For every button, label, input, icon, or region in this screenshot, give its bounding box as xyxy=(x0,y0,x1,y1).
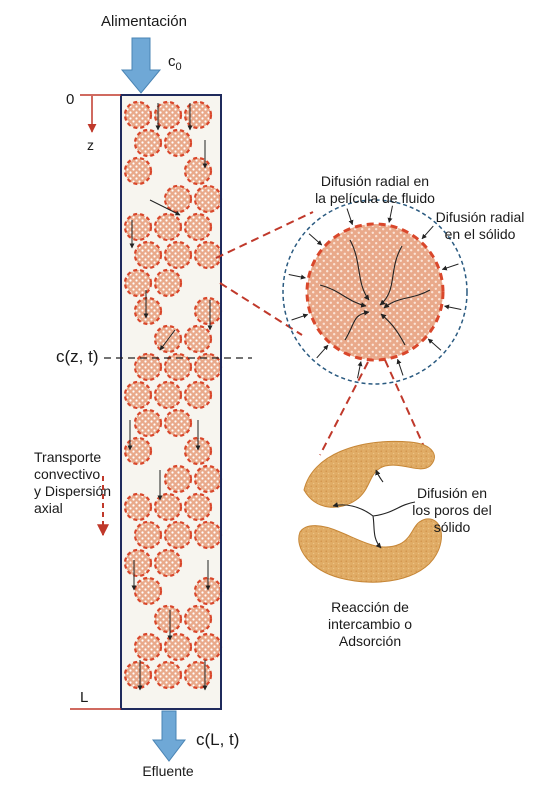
packed-bead xyxy=(185,102,211,128)
packed-bead xyxy=(165,410,191,436)
packed-bead xyxy=(155,606,181,632)
packed-bead xyxy=(155,662,181,688)
packed-bead xyxy=(135,578,161,604)
packed-bead xyxy=(165,130,191,156)
packed-bead xyxy=(185,606,211,632)
packed-bead xyxy=(125,214,151,240)
packed-bead xyxy=(125,270,151,296)
packed-bead xyxy=(165,522,191,548)
packed-bead xyxy=(165,634,191,660)
packed-bead xyxy=(195,242,221,268)
packed-bead xyxy=(125,494,151,520)
packed-bead xyxy=(135,130,161,156)
packed-bead xyxy=(185,662,211,688)
film-arrow xyxy=(445,306,462,309)
feed-label: Alimentación xyxy=(101,13,187,30)
packed-bead xyxy=(155,270,181,296)
L-label: L xyxy=(80,689,88,706)
packed-bead xyxy=(185,214,211,240)
packed-bead xyxy=(195,522,221,548)
packed-bead xyxy=(185,494,211,520)
packed-bead xyxy=(165,186,191,212)
effluent-arrow xyxy=(153,711,185,761)
packed-bead xyxy=(135,242,161,268)
packed-bead xyxy=(125,382,151,408)
zoom-line-pore-left xyxy=(320,362,368,455)
packed-bead xyxy=(195,298,221,324)
solid-label-line1: Difusión radial xyxy=(436,209,525,225)
reaction-label-line3: Adsorción xyxy=(339,633,401,649)
reaction-label-line1: Reacción de xyxy=(331,599,409,615)
film-arrow xyxy=(309,234,322,245)
film-arrow xyxy=(292,315,308,320)
packed-bead xyxy=(155,102,181,128)
z-label: z xyxy=(87,137,94,153)
film-arrow xyxy=(428,339,441,350)
film-arrow xyxy=(422,226,433,239)
pore-solid-lower xyxy=(299,519,442,582)
pore-label-line2: los poros del xyxy=(412,502,491,518)
transport-label-line2: convectivo xyxy=(34,466,100,482)
effluent-label: Efluente xyxy=(142,763,194,779)
film-arrow xyxy=(442,264,458,269)
packed-bead xyxy=(155,382,181,408)
packed-bead xyxy=(135,410,161,436)
packed-bead xyxy=(125,438,151,464)
packed-bead xyxy=(135,298,161,324)
packed-bead xyxy=(155,550,181,576)
packed-bead xyxy=(165,466,191,492)
packed-bead xyxy=(125,158,151,184)
transport-label-line4: axial xyxy=(34,500,63,516)
packed-bead xyxy=(155,494,181,520)
packed-bead xyxy=(125,550,151,576)
packed-bead xyxy=(195,186,221,212)
packed-bead xyxy=(185,326,211,352)
solid-label-line2: en el sólido xyxy=(445,226,516,242)
film-arrow xyxy=(398,359,403,375)
packed-bead xyxy=(185,382,211,408)
film-label-line1: Difusión radial en xyxy=(321,173,429,189)
reaction-label-line2: intercambio o xyxy=(328,616,412,632)
pore-solid-upper xyxy=(304,441,434,507)
cLt-label: c(L, t) xyxy=(196,730,239,749)
packed-bead xyxy=(195,466,221,492)
packed-bead xyxy=(135,522,161,548)
packed-bead xyxy=(195,634,221,660)
feed-arrow xyxy=(122,38,160,93)
packed-bead xyxy=(185,158,211,184)
c0-label: c0 xyxy=(168,53,182,73)
film-label-line2: la película de fluido xyxy=(315,190,435,206)
packed-bead xyxy=(165,242,191,268)
czt-label: c(z, t) xyxy=(56,347,99,366)
packed-bead xyxy=(125,662,151,688)
pore-label-line1: Difusión en xyxy=(417,485,487,501)
zero-label: 0 xyxy=(66,91,74,108)
transport-label-line1: Transporte xyxy=(34,449,101,465)
transport-label-line3: y Dispersión xyxy=(34,483,111,499)
packed-bead xyxy=(135,634,161,660)
packed-bead xyxy=(125,102,151,128)
film-arrow xyxy=(289,275,306,278)
zoom-line-top xyxy=(216,212,313,258)
film-arrow xyxy=(317,345,328,358)
pore-label-line3: sólido xyxy=(434,519,471,535)
film-arrow xyxy=(389,206,392,223)
film-arrow xyxy=(347,209,352,225)
packed-bead xyxy=(155,214,181,240)
